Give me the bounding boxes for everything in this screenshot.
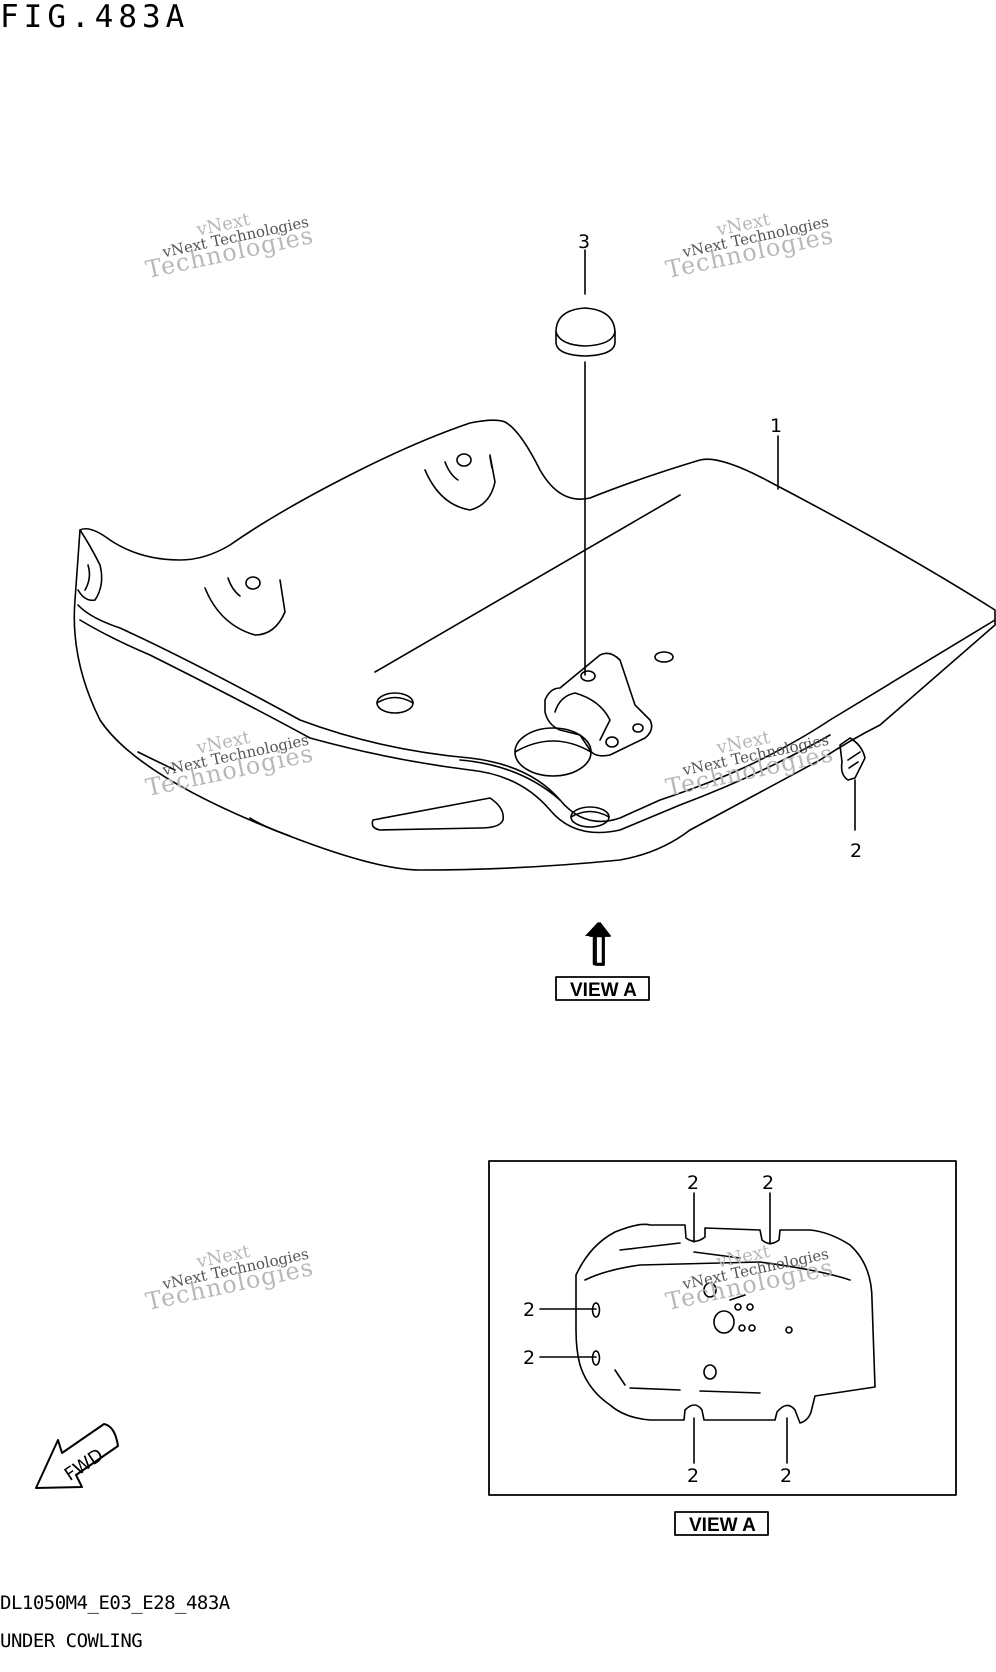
callout-inset-left-upper: 2 bbox=[523, 1299, 535, 1321]
view-label-box-main bbox=[555, 976, 650, 1001]
figure-title: FIG.483A bbox=[0, 0, 190, 35]
cap-part bbox=[555, 307, 616, 357]
callout-part-3: 3 bbox=[578, 231, 590, 253]
callout-part-1: 1 bbox=[770, 415, 782, 437]
inset-frame bbox=[488, 1160, 957, 1496]
callout-inset-top-left: 2 bbox=[687, 1172, 699, 1194]
fwd-arrow-icon: FWD bbox=[35, 1423, 119, 1489]
callout-inset-left-lower: 2 bbox=[523, 1347, 535, 1369]
view-label-inset: VIEW A bbox=[689, 1515, 756, 1536]
figure-name: UNDER COWLING bbox=[0, 1630, 143, 1652]
callout-inset-bottom-right: 2 bbox=[780, 1465, 792, 1487]
inset-underside-view bbox=[575, 1223, 876, 1424]
fwd-label: FWD bbox=[61, 1445, 108, 1486]
figure-code: DL1050M4_E03_E28_483A bbox=[0, 1592, 230, 1614]
under-cowling-part bbox=[73, 419, 996, 871]
callout-inset-bottom-left: 2 bbox=[687, 1465, 699, 1487]
view-arrow-icon bbox=[585, 922, 611, 966]
view-label-main: VIEW A bbox=[570, 980, 637, 1001]
callout-part-2: 2 bbox=[850, 840, 862, 862]
callout-inset-top-right: 2 bbox=[762, 1172, 774, 1194]
view-label-box-inset bbox=[674, 1511, 769, 1536]
